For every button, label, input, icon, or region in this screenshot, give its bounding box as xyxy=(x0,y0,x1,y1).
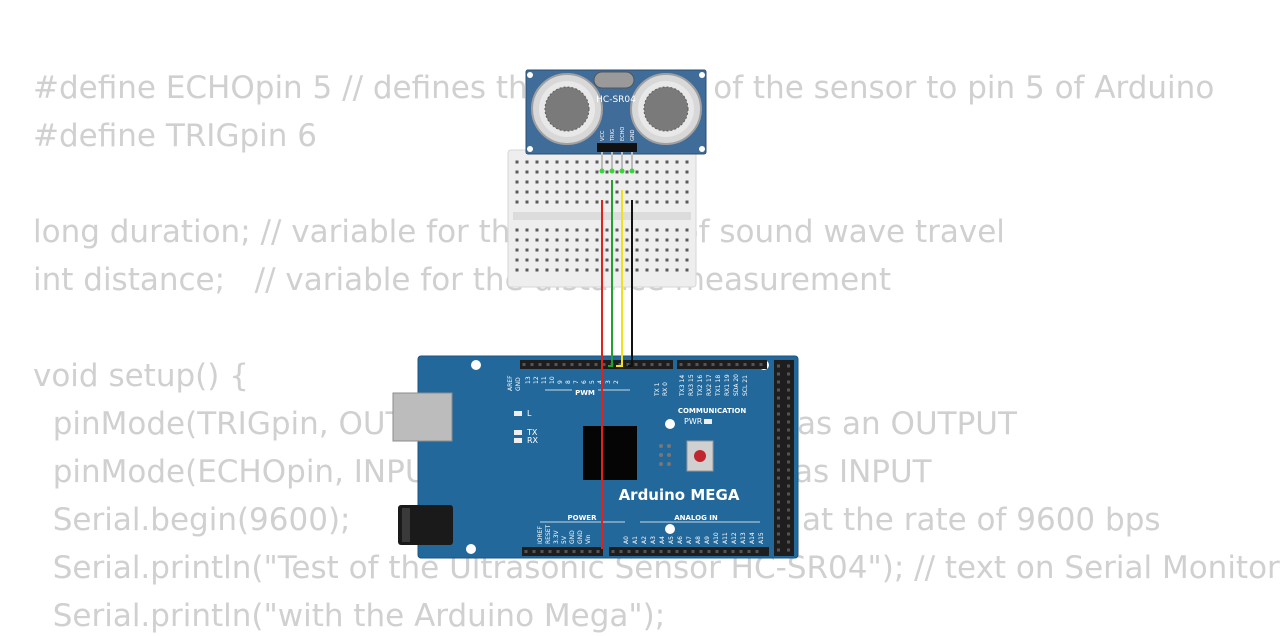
jumper-wires xyxy=(601,180,633,549)
code-line: #define TRIGpin 6 xyxy=(33,118,317,154)
pin-label-serial: SDA 20 xyxy=(733,374,740,396)
led-rx-label: RX xyxy=(527,436,539,445)
sensor-pin-label-gnd: GND xyxy=(630,129,636,141)
wire-vcc xyxy=(601,200,603,549)
pin-label-tx0: TX 1 xyxy=(654,382,661,397)
breadboard-holes xyxy=(515,160,689,272)
mount-hole xyxy=(527,146,533,152)
reset-button-cap[interactable] xyxy=(694,450,706,462)
pin-label-gnd: GND xyxy=(515,377,522,391)
pin-label-serial: SCL 21 xyxy=(742,375,749,396)
code-line: Serial.println("with the Arduino Mega"); xyxy=(33,598,666,634)
led-rx xyxy=(514,438,522,443)
pin-label-a2: A2 xyxy=(641,536,648,544)
led-tx-label: TX xyxy=(526,428,538,437)
pin-label-serial: TX1 18 xyxy=(715,375,722,397)
transducer-left xyxy=(531,73,603,145)
led-l xyxy=(514,411,522,416)
led-tx xyxy=(514,430,522,435)
analog-in-label: ANALOG IN xyxy=(674,514,718,522)
pin-label-a0: A0 xyxy=(623,536,630,544)
pin-label-d8: 8 xyxy=(565,380,572,384)
pin-label-aref: AREF xyxy=(507,375,514,391)
pin-label-d9: 9 xyxy=(557,380,564,384)
pin-label-a4: A4 xyxy=(659,536,666,544)
pin-label-serial: TX2 16 xyxy=(697,375,704,397)
pin-label-d3: 3 xyxy=(605,380,612,384)
wire-echo xyxy=(616,190,623,367)
sensor-pin-label-vcc: VCC xyxy=(600,130,606,141)
mount-hole xyxy=(471,360,481,370)
connection-markers xyxy=(599,168,635,174)
communication-label: COMMUNICATION xyxy=(678,407,747,415)
pin-label-d4: 4 xyxy=(597,380,604,384)
pin-label-d11: 11 xyxy=(541,376,548,384)
usb-connector xyxy=(392,392,453,442)
pin-label-d2: 2 xyxy=(613,380,620,384)
led-l-label: L xyxy=(527,409,532,418)
crystal-oscillator xyxy=(593,71,635,89)
power-section-label: POWER xyxy=(568,514,598,522)
pin-label-serial: RX3 15 xyxy=(688,374,695,396)
mount-hole xyxy=(699,72,705,78)
pin-label-power: IOREF xyxy=(537,526,544,544)
pwm-label: PWM xyxy=(575,389,595,397)
pin-label-serial: TX3 14 xyxy=(679,375,686,397)
transducer-right xyxy=(630,73,702,145)
mount-hole xyxy=(527,72,533,78)
led-pwr xyxy=(704,419,712,424)
mount-hole xyxy=(699,146,705,152)
mount-hole xyxy=(665,524,675,534)
mount-hole xyxy=(665,419,675,429)
icsp-header xyxy=(659,444,671,466)
pin-label-a15: A15 xyxy=(758,532,765,544)
pin-label-d13: 13 xyxy=(525,376,532,384)
pin-label-power: 3.3V xyxy=(553,529,560,544)
pin-label-a5: A5 xyxy=(668,536,675,544)
pin-label-serial: RX1 19 xyxy=(724,374,731,396)
arduino-mega-board: L TX RX PWR Arduino MEGA PWM COMMUNICATI… xyxy=(392,355,799,559)
pin-label-a13: A13 xyxy=(740,532,747,544)
wire-trig xyxy=(608,180,613,367)
sensor-label: HC-SR04 xyxy=(596,95,636,105)
board-name: Arduino MEGA xyxy=(619,486,740,504)
pin-label-a12: A12 xyxy=(731,532,738,544)
sensor-pin-label-trig: TRIG xyxy=(610,129,616,142)
wire-gnd xyxy=(628,200,633,367)
pin-label-power: RESET xyxy=(545,524,552,544)
pin-label-a3: A3 xyxy=(650,536,657,544)
pin-label-a10: A10 xyxy=(713,532,720,544)
pin-label-a6: A6 xyxy=(677,536,684,544)
pin-headers xyxy=(520,360,794,556)
ultrasonic-sensor: HC-SR04 VCC TRIG ECHO GND xyxy=(525,69,707,155)
pin-label-a7: A7 xyxy=(686,536,693,544)
sensor-legs xyxy=(601,152,633,170)
pin-label-power: GND xyxy=(577,530,584,544)
sensor-pin-label-echo: ECHO xyxy=(620,127,626,141)
pin-label-power: GND xyxy=(569,530,576,544)
pin-label-a8: A8 xyxy=(695,536,702,544)
pin-label-d7: 7 xyxy=(573,380,580,384)
pin-label-serial: RX2 17 xyxy=(706,374,713,396)
pin-label-a1: A1 xyxy=(632,536,639,544)
pin-label-d6: 6 xyxy=(581,380,588,384)
microcontroller-chip xyxy=(583,426,637,480)
pin-label-d12: 12 xyxy=(533,376,540,384)
pin-label-d5: 5 xyxy=(589,380,596,384)
pwr-label: PWR xyxy=(684,417,703,426)
pin-label-d10: 10 xyxy=(549,376,556,384)
pin-label-power: Vin xyxy=(585,534,592,544)
power-jack xyxy=(398,505,453,545)
code-line: void setup() { xyxy=(33,358,249,394)
mount-hole xyxy=(466,544,476,554)
pin-label-a9: A9 xyxy=(704,536,711,544)
pin-label-a11: A11 xyxy=(722,532,729,544)
wiring-diagram: HC-SR04 VCC TRIG ECHO GND xyxy=(392,69,799,559)
pin-label-rx0: RX 0 xyxy=(662,382,669,396)
pin-label-a14: A14 xyxy=(749,532,756,544)
sensor-header xyxy=(597,143,637,152)
pin-label-power: 5V xyxy=(561,535,568,544)
